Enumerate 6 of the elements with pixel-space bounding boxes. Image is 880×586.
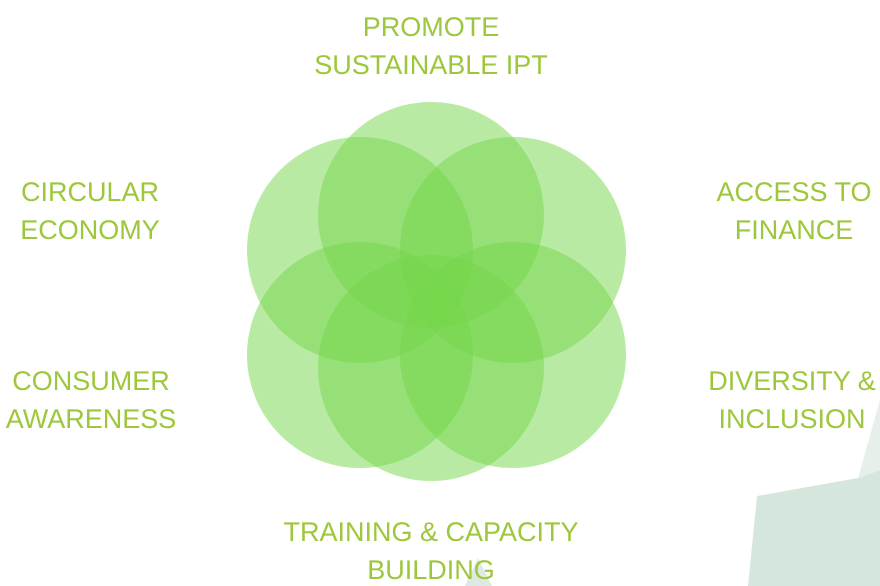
category-label: TRAINING & CAPACITY BUILDING (282, 516, 580, 586)
category-label: CONSUMER AWARENESS (4, 365, 178, 436)
category-label: ACCESS TO FINANCE (715, 176, 873, 247)
category-label: DIVERSITY & INCLUSION (707, 365, 877, 436)
category-label: PROMOTE SUSTAINABLE IPT (313, 11, 549, 82)
category-label: CIRCULAR ECONOMY (19, 176, 161, 247)
